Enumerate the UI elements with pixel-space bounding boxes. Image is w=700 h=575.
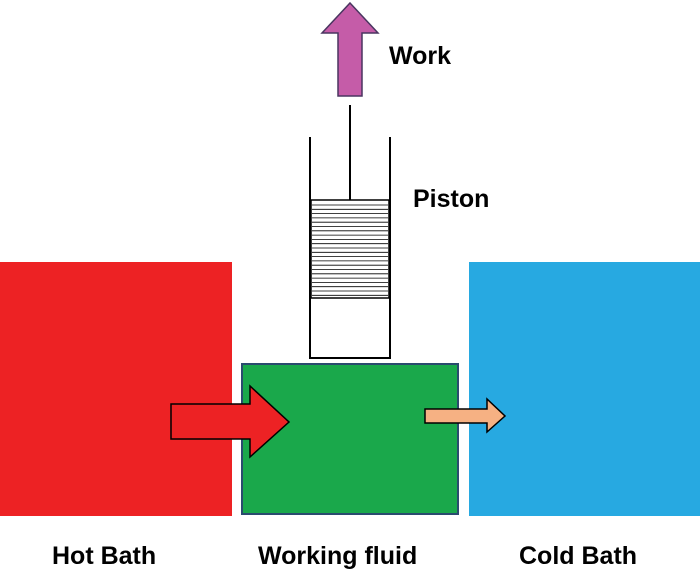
hot-bath-block bbox=[0, 262, 232, 516]
heat-out-arrow-icon bbox=[424, 397, 507, 434]
piston-label: Piston bbox=[413, 185, 490, 213]
up-arrow-icon bbox=[320, 1, 380, 97]
cold-bath-block bbox=[469, 262, 700, 516]
working-fluid-block bbox=[241, 363, 459, 515]
piston-head bbox=[310, 199, 390, 299]
cold-bath-label: Cold Bath bbox=[519, 542, 638, 570]
piston-hatching bbox=[312, 204, 388, 296]
heat-in-arrow-icon bbox=[170, 384, 291, 459]
work-label: Work bbox=[389, 42, 452, 70]
piston-cylinder bbox=[309, 137, 391, 359]
hot-bath-label: Hot Bath bbox=[52, 542, 157, 570]
working-fluid-label: Working fluid bbox=[258, 542, 418, 570]
